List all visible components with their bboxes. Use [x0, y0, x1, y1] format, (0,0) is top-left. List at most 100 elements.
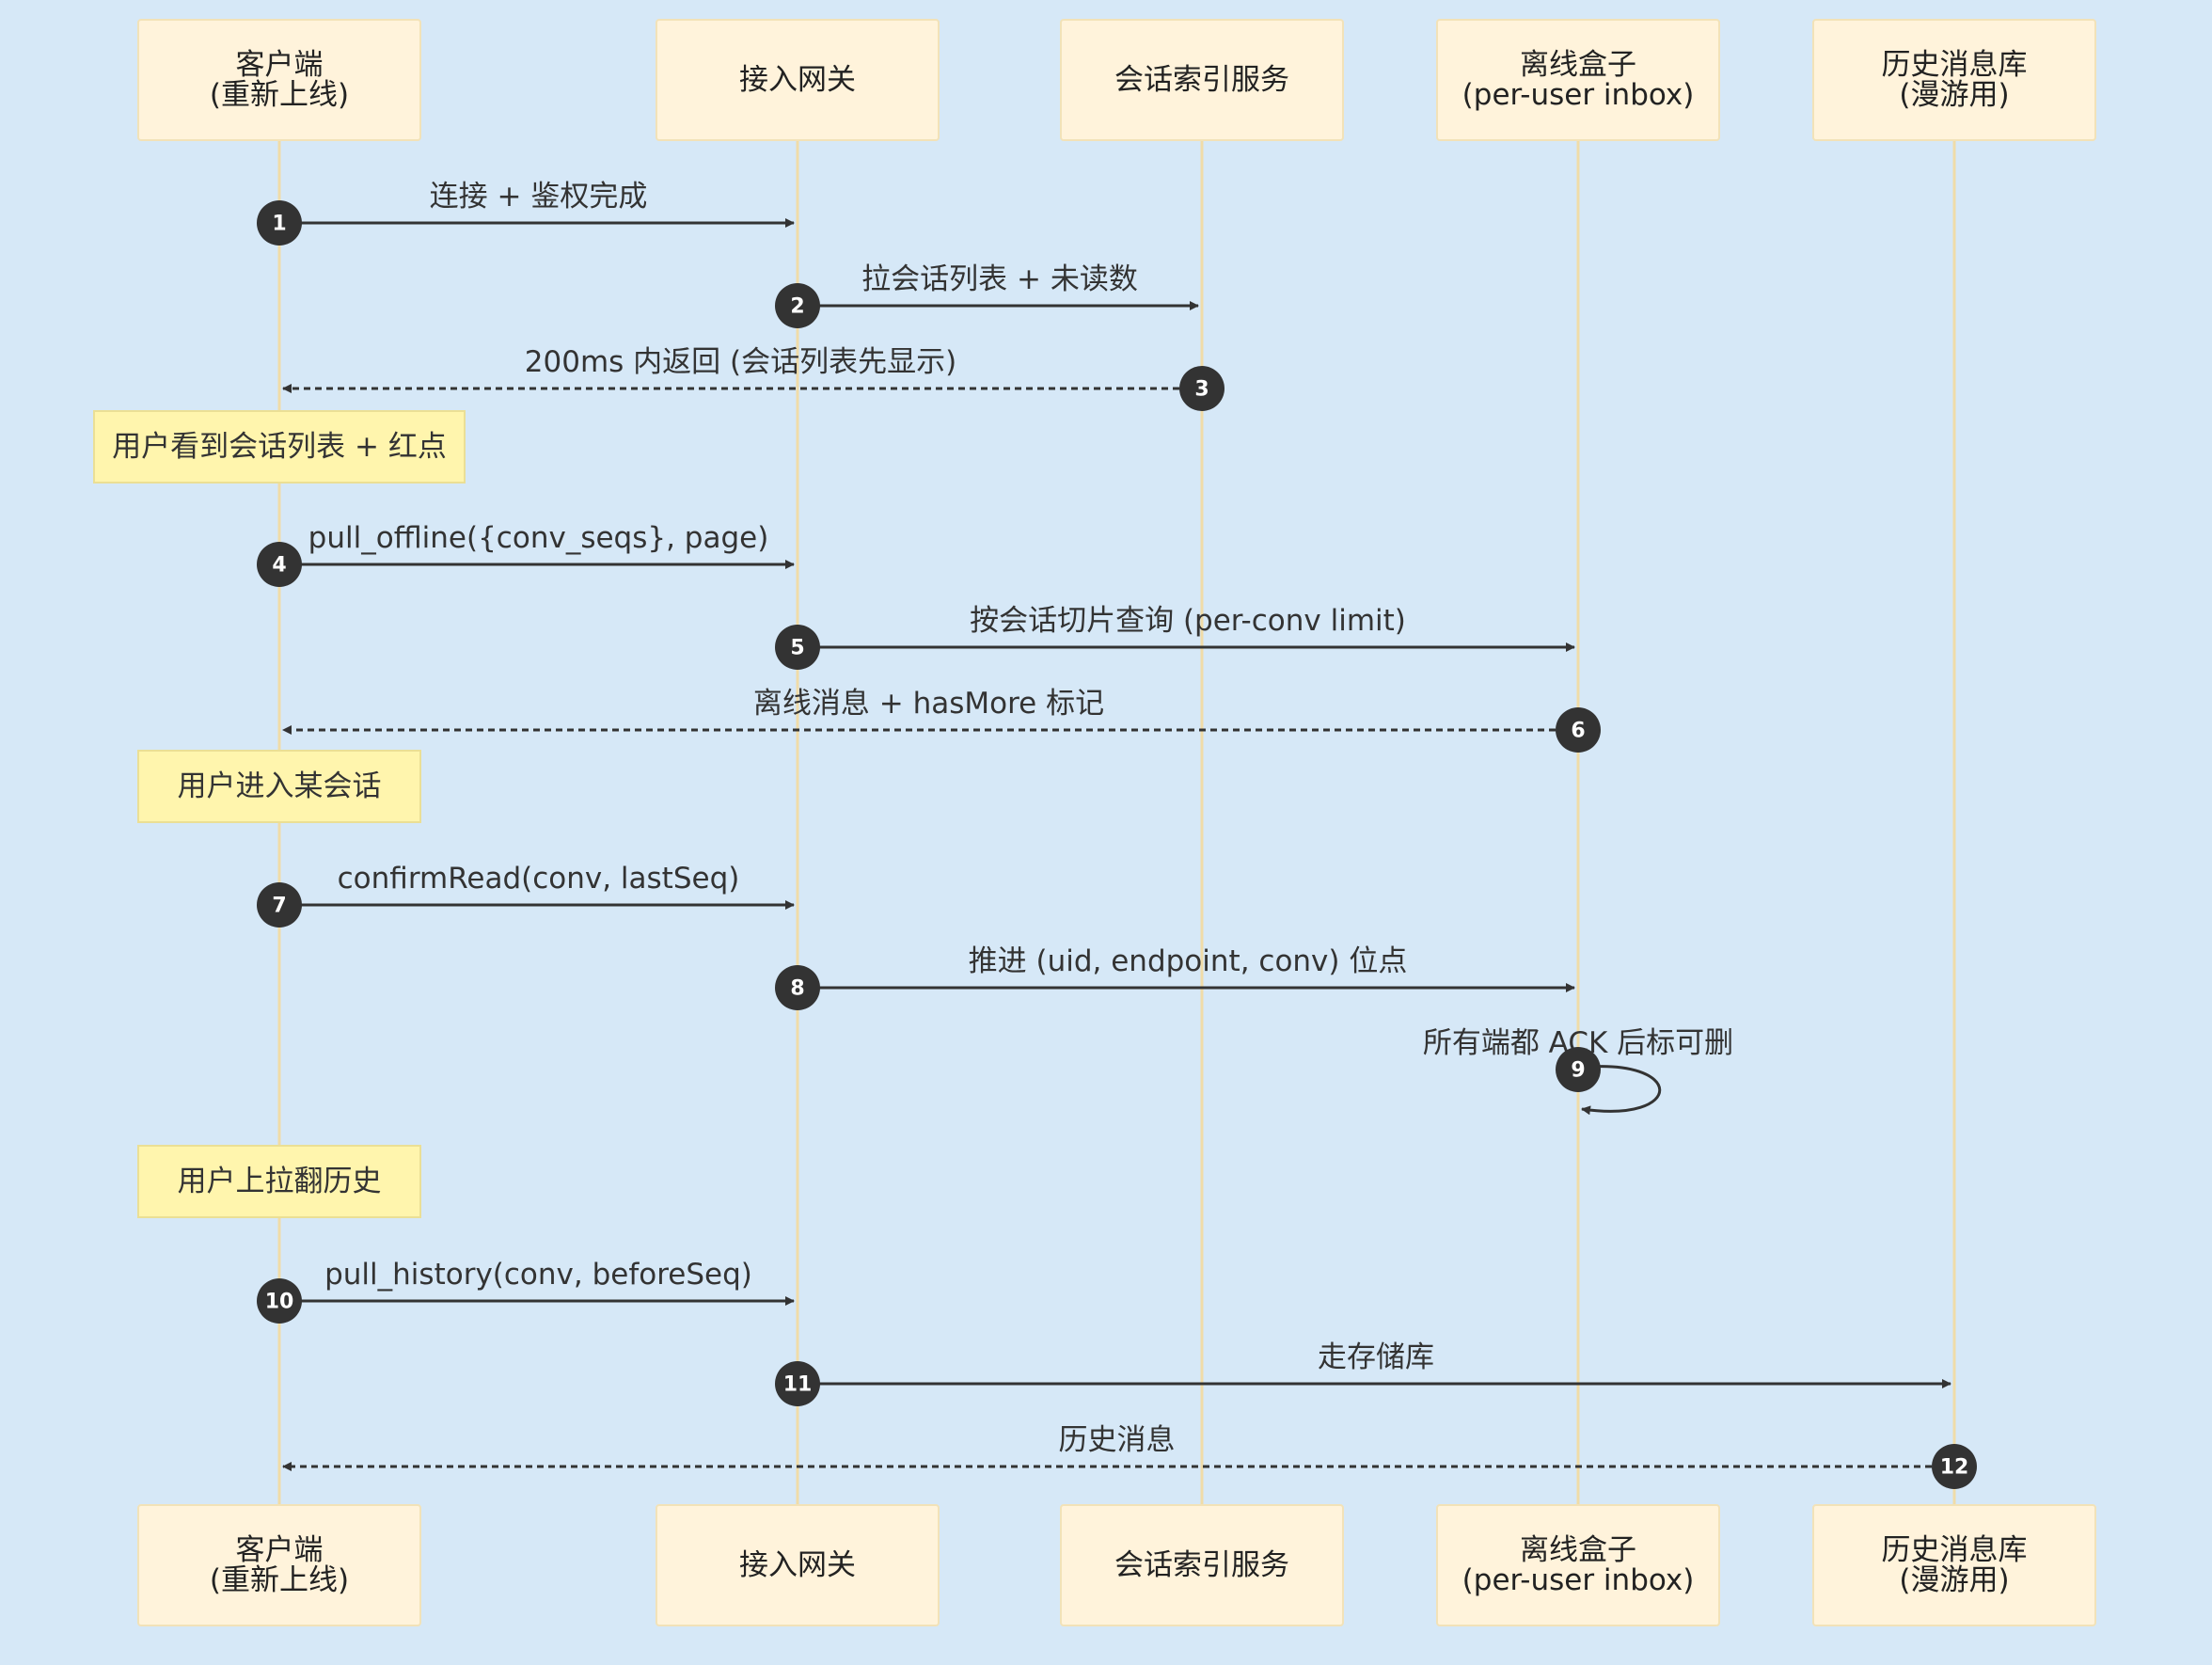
- actor-box: [1812, 1504, 2096, 1626]
- actor-box: [137, 1504, 421, 1626]
- actor-label: (重新上线): [210, 78, 349, 112]
- actor-inbox-bottom: 离线盒子(per-user inbox): [1436, 1504, 1720, 1626]
- message-4: pull_offline({conv_seqs}, page) 4: [257, 521, 795, 587]
- actor-box: [137, 19, 421, 141]
- step-number: 8: [790, 977, 804, 1001]
- actor-label: 离线盒子: [1520, 1533, 1636, 1567]
- step-number: 9: [1571, 1059, 1585, 1083]
- actor-index-bottom: 会话索引服务: [1060, 1504, 1344, 1626]
- step-number: 4: [272, 554, 286, 578]
- message-3: 200ms 内返回 (会话列表先显示) 3: [282, 345, 1224, 411]
- note: 用户看到会话列表 + 红点: [93, 410, 466, 484]
- step-circle: [257, 1278, 302, 1324]
- actor-history-top: 历史消息库(漫游用): [1812, 19, 2096, 141]
- step-circle: [775, 283, 820, 328]
- step-circle: [257, 542, 302, 587]
- message-label: 历史消息: [1059, 1423, 1176, 1457]
- actor-box: [1060, 1504, 1344, 1626]
- message-label: 按会话切片查询 (per-conv limit): [970, 604, 1406, 638]
- step-circle: [775, 625, 820, 670]
- step-number: 10: [265, 1291, 294, 1314]
- step-number: 1: [272, 213, 286, 236]
- step-circle: [257, 200, 302, 246]
- message-arrow: [1577, 1065, 1662, 1116]
- message-label: 拉会话列表 + 未读数: [861, 262, 1138, 296]
- step-badge: 7: [257, 882, 302, 928]
- step-badge: 4: [257, 542, 302, 587]
- note-text: 用户进入某会话: [178, 769, 382, 803]
- actor-label: 历史消息库: [1882, 1533, 2028, 1567]
- actor-label: (漫游用): [1899, 78, 2009, 112]
- step-badge: 11: [775, 1361, 820, 1406]
- note-box: [137, 1145, 421, 1218]
- note: 用户进入某会话: [137, 750, 421, 823]
- step-number: 3: [1194, 378, 1209, 402]
- step-badge: 2: [775, 283, 820, 328]
- step-circle: [1556, 707, 1601, 753]
- step-badge: 5: [775, 625, 820, 670]
- message-label: pull_offline({conv_seqs}, page): [308, 521, 769, 555]
- actor-label: 离线盒子: [1520, 48, 1636, 82]
- actor-box: [656, 1504, 940, 1626]
- message-7: confirmRead(conv, lastSeq) 7: [257, 862, 795, 928]
- actor-label: 历史消息库: [1882, 48, 2028, 82]
- step-badge: 12: [1932, 1444, 1977, 1489]
- message-label: 推进 (uid, endpoint, conv) 位点: [969, 944, 1408, 978]
- message-2: 拉会话列表 + 未读数 2: [775, 262, 1199, 328]
- actor-label: (漫游用): [1899, 1563, 2009, 1597]
- message-1: 连接 + 鉴权完成 1: [257, 180, 795, 246]
- message-label: 200ms 内返回 (会话列表先显示): [525, 345, 956, 379]
- actor-label: 接入网关: [739, 1548, 856, 1582]
- step-circle: [775, 965, 820, 1010]
- actor-inbox-top: 离线盒子(per-user inbox): [1436, 19, 1720, 141]
- actor-box: [1436, 1504, 1720, 1626]
- step-number: 11: [783, 1373, 813, 1397]
- step-number: 2: [790, 295, 804, 319]
- message-8: 推进 (uid, endpoint, conv) 位点 8: [775, 944, 1575, 1010]
- note-box: [137, 750, 421, 823]
- actor-label: (per-user inbox): [1462, 1563, 1695, 1597]
- step-circle: [1932, 1444, 1977, 1489]
- actor-gateway-bottom: 接入网关: [656, 1504, 940, 1626]
- actor-client-bottom: 客户端(重新上线): [137, 1504, 421, 1626]
- actor-box: [656, 19, 940, 141]
- actor-label: 会话索引服务: [1114, 63, 1289, 97]
- actor-label: 接入网关: [739, 63, 856, 97]
- step-number: 6: [1571, 720, 1585, 743]
- step-number: 5: [790, 637, 804, 660]
- note-box: [93, 410, 466, 484]
- step-number: 7: [272, 895, 286, 918]
- actor-box: [1060, 19, 1344, 141]
- step-number: 12: [1940, 1456, 1969, 1480]
- messages: 连接 + 鉴权完成 1 拉会话列表 + 未读数 2 200ms 内返回 (会话列表先显示…: [257, 180, 1977, 1489]
- actor-history-bottom: 历史消息库(漫游用): [1812, 1504, 2096, 1626]
- step-badge: 9: [1556, 1047, 1601, 1092]
- message-5: 按会话切片查询 (per-conv limit) 5: [775, 604, 1575, 670]
- actor-label: (重新上线): [210, 1563, 349, 1597]
- message-label: 连接 + 鉴权完成: [430, 180, 648, 214]
- step-badge: 10: [257, 1278, 302, 1324]
- step-circle: [775, 1361, 820, 1406]
- note: 用户上拉翻历史: [137, 1145, 421, 1218]
- note-text: 用户上拉翻历史: [178, 1165, 382, 1198]
- message-12: 历史消息 12: [282, 1423, 1977, 1489]
- actor-label: 客户端: [236, 48, 324, 82]
- step-circle: [1556, 1047, 1601, 1092]
- step-badge: 8: [775, 965, 820, 1010]
- step-badge: 6: [1556, 707, 1601, 753]
- step-circle: [257, 882, 302, 928]
- actor-box: [1812, 19, 2096, 141]
- message-label: pull_history(conv, beforeSeq): [324, 1258, 752, 1292]
- actor-label: 会话索引服务: [1114, 1548, 1289, 1582]
- actor-box: [1436, 19, 1720, 141]
- actor-label: 客户端: [236, 1533, 324, 1567]
- actors: 客户端(重新上线)客户端(重新上线)接入网关接入网关会话索引服务会话索引服务离线…: [137, 19, 2096, 1626]
- step-badge: 3: [1179, 366, 1224, 411]
- message-label: confirmRead(conv, lastSeq): [338, 862, 740, 896]
- actor-client-top: 客户端(重新上线): [137, 19, 421, 141]
- message-6: 离线消息 + hasMore 标记6: [282, 687, 1601, 753]
